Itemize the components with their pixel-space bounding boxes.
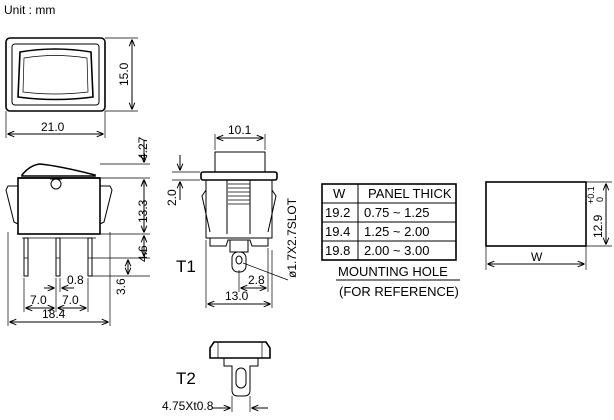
table-cell-thick: 2.00 ~ 3.00 <box>364 243 429 258</box>
top-view: 15.0 21.0 <box>5 37 138 138</box>
top-view-outer-frame <box>5 37 106 112</box>
table-header-w: W <box>333 186 346 201</box>
body-height-dim: 13.3 <box>136 199 150 223</box>
front-view: 4.27 13.3 4.6 3.6 0.8 7.0 7.0 18.4 <box>5 136 150 326</box>
rocker-button-top <box>17 48 94 101</box>
terminal-t1 <box>231 251 247 273</box>
front-body <box>17 177 101 235</box>
table-cell-w: 19.8 <box>325 243 350 258</box>
hole-width-dim: W <box>531 250 543 264</box>
table-cell-w: 19.4 <box>325 224 350 239</box>
table-header-panel-thick: PANEL THICK <box>368 186 452 201</box>
table-caption-mounting-hole: MOUNTING HOLE <box>338 264 448 279</box>
table-cell-w: 19.2 <box>325 205 350 220</box>
pin-right <box>87 237 93 277</box>
overall-width-dim: 18.4 <box>42 307 66 321</box>
pin-left <box>23 237 29 277</box>
pin-middle <box>55 237 61 277</box>
hole-tol-plus: +0.1 <box>586 186 596 204</box>
t2-base <box>209 341 271 359</box>
top-width-dim: 21.0 <box>41 120 65 134</box>
side-body-width-dim: 13.0 <box>225 289 249 303</box>
pitch-right-dim: 7.0 <box>62 293 79 307</box>
top-height-dim: 15.0 <box>117 62 131 86</box>
t2-label: T2 <box>176 369 196 388</box>
hole-tol-minus: 0 <box>595 197 605 202</box>
t2-tab <box>223 358 259 397</box>
table-caption-reference: (FOR REFERENCE) <box>339 284 459 299</box>
hole-height-dim: 12.9 <box>591 214 605 238</box>
flange-height-dim: 2.0 <box>165 189 179 206</box>
mounting-hole-view: 12.9 +0.1 0 W <box>485 181 612 270</box>
side-view: 10.1 2.0 ø1.7X2.7SLOT 2.8 13.0 T1 <box>165 123 299 308</box>
pin-width-dim: 0.8 <box>67 273 84 287</box>
pin-tip-dim: 3.6 <box>114 278 128 295</box>
pin-length-dim: 4.6 <box>136 245 150 262</box>
side-top-width-dim: 10.1 <box>228 123 252 137</box>
panel-thickness-table: W PANEL THICK 19.2 0.75 ~ 1.25 19.4 1.25… <box>321 183 460 299</box>
side-flange <box>200 171 278 181</box>
side-body <box>205 180 273 239</box>
rocker-profile <box>21 163 96 177</box>
t2-tab-dim: 4.75Xt0.8 <box>162 399 214 413</box>
t2-view: 4.75Xt0.8 T2 <box>162 341 271 413</box>
pitch-left-dim: 7.0 <box>30 293 47 307</box>
mounting-hole-rect <box>485 181 587 247</box>
slot-dim: ø1.7X2.7SLOT <box>285 197 299 278</box>
t1-label: T1 <box>176 257 196 276</box>
terminal-slot <box>235 255 243 265</box>
table-cell-thick: 0.75 ~ 1.25 <box>364 205 429 220</box>
terminal-offset-dim: 2.8 <box>248 273 265 287</box>
rocker-height-dim: 4.27 <box>136 136 150 160</box>
table-cell-thick: 1.25 ~ 2.00 <box>364 224 429 239</box>
unit-label: Unit : mm <box>4 3 55 17</box>
side-cap <box>214 151 266 173</box>
